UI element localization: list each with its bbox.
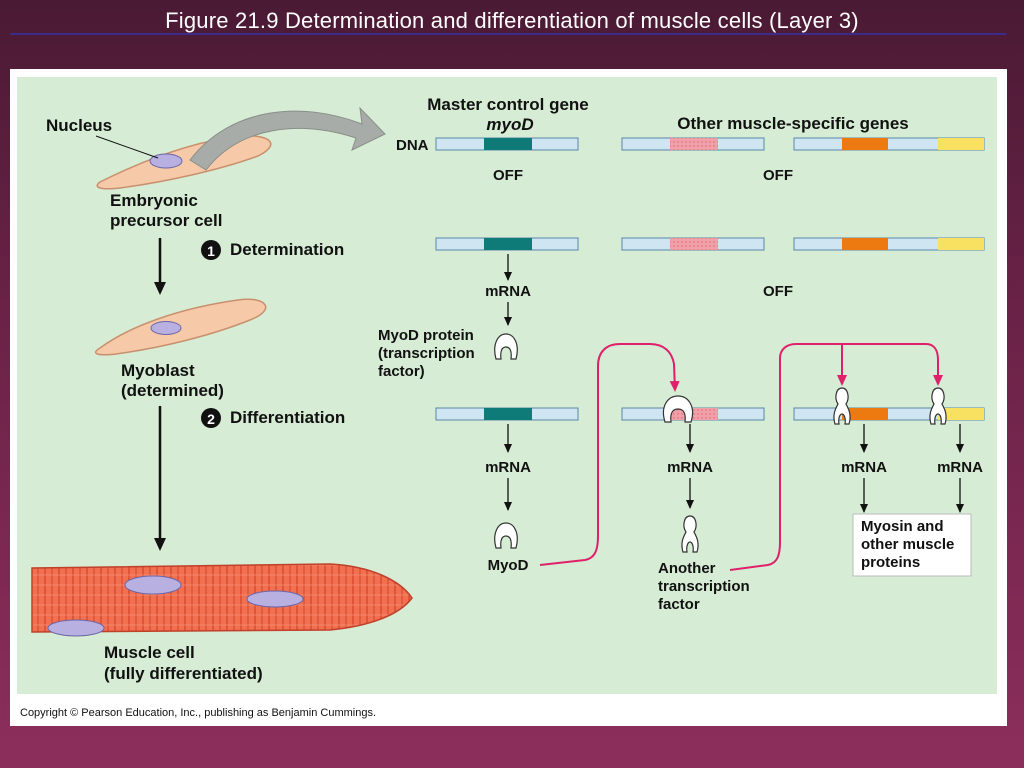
row3-yellow-mrna: mRNA — [937, 459, 983, 476]
embryonic-label-line1: Embryonic — [110, 191, 198, 210]
copyright-notice: Copyright © Pearson Education, Inc., pub… — [20, 707, 376, 719]
cell-to-dna-arrow — [189, 106, 386, 171]
myoblast-nucleus — [150, 321, 182, 335]
myod-protein-line3: factor) — [378, 363, 425, 380]
muscle-nucleus-1 — [124, 575, 182, 595]
myosin-line2: other muscle — [861, 536, 954, 553]
myod-off-label: OFF — [493, 167, 523, 184]
dna-row-3 — [435, 407, 985, 421]
nucleus-label: Nucleus — [46, 116, 112, 135]
row2-other-off-label: OFF — [763, 283, 793, 300]
muscle-label-line2: (fully differentiated) — [104, 664, 263, 683]
another-factor-line1: Another — [658, 560, 716, 577]
another-factor-icon — [681, 515, 699, 553]
myoblast-label-line1: Myoblast — [121, 361, 195, 380]
row3-myod-mrna: mRNA — [485, 459, 531, 476]
muscle-label-line1: Muscle cell — [104, 643, 195, 662]
muscle-nucleus-3 — [47, 619, 105, 637]
step2-badge — [201, 408, 221, 428]
other-genes-heading: Other muscle-specific genes — [677, 114, 908, 133]
row3-orange-mrna: mRNA — [841, 459, 887, 476]
slide-title: Figure 21.9 Determination and differenti… — [165, 8, 859, 33]
myod-activation-arrow — [539, 343, 680, 566]
embryonic-nucleus — [149, 153, 183, 169]
another-factor-line3: factor — [658, 596, 700, 613]
nucleus-pointer-line — [95, 135, 159, 159]
another-factor-line2: transcription — [658, 578, 750, 595]
embryonic-precursor-cell — [96, 135, 272, 190]
myosin-proteins-box — [852, 513, 972, 577]
other-off-label: OFF — [763, 167, 793, 184]
bound-factor-yellow — [929, 387, 947, 425]
myod-product-label: MyoD — [488, 557, 529, 574]
bound-factor-orange — [833, 387, 851, 425]
muscle-nucleus-2 — [246, 590, 304, 608]
dna-label: DNA — [396, 137, 429, 154]
myod-gene-name: myoD — [486, 115, 533, 134]
row2-mrna-label: mRNA — [485, 283, 531, 300]
title-divider — [10, 33, 1006, 35]
step1-label: Determination — [230, 240, 344, 259]
myod-protein-line2: (transcription — [378, 345, 475, 362]
row3-pink-mrna: mRNA — [667, 459, 713, 476]
step2-label: Differentiation — [230, 408, 345, 427]
myoblast-label-line2: (determined) — [121, 381, 224, 400]
master-gene-heading: Master control gene — [427, 95, 589, 114]
myosin-line3: proteins — [861, 554, 920, 571]
step1-badge — [201, 240, 221, 260]
myod-protein-icon — [494, 333, 518, 360]
step2-number: 2 — [207, 411, 215, 427]
myosin-line1: Myosin and — [861, 518, 944, 535]
factor-activation-arrow — [729, 343, 943, 571]
dna-row-2 — [435, 237, 985, 251]
bound-myod-on-gene — [662, 395, 694, 423]
embryonic-label-line2: precursor cell — [110, 211, 222, 230]
dna-row-1 — [435, 137, 985, 151]
step1-number: 1 — [207, 243, 215, 259]
myod-protein-line1: MyoD protein — [378, 327, 474, 344]
myod-product-icon — [494, 522, 518, 549]
